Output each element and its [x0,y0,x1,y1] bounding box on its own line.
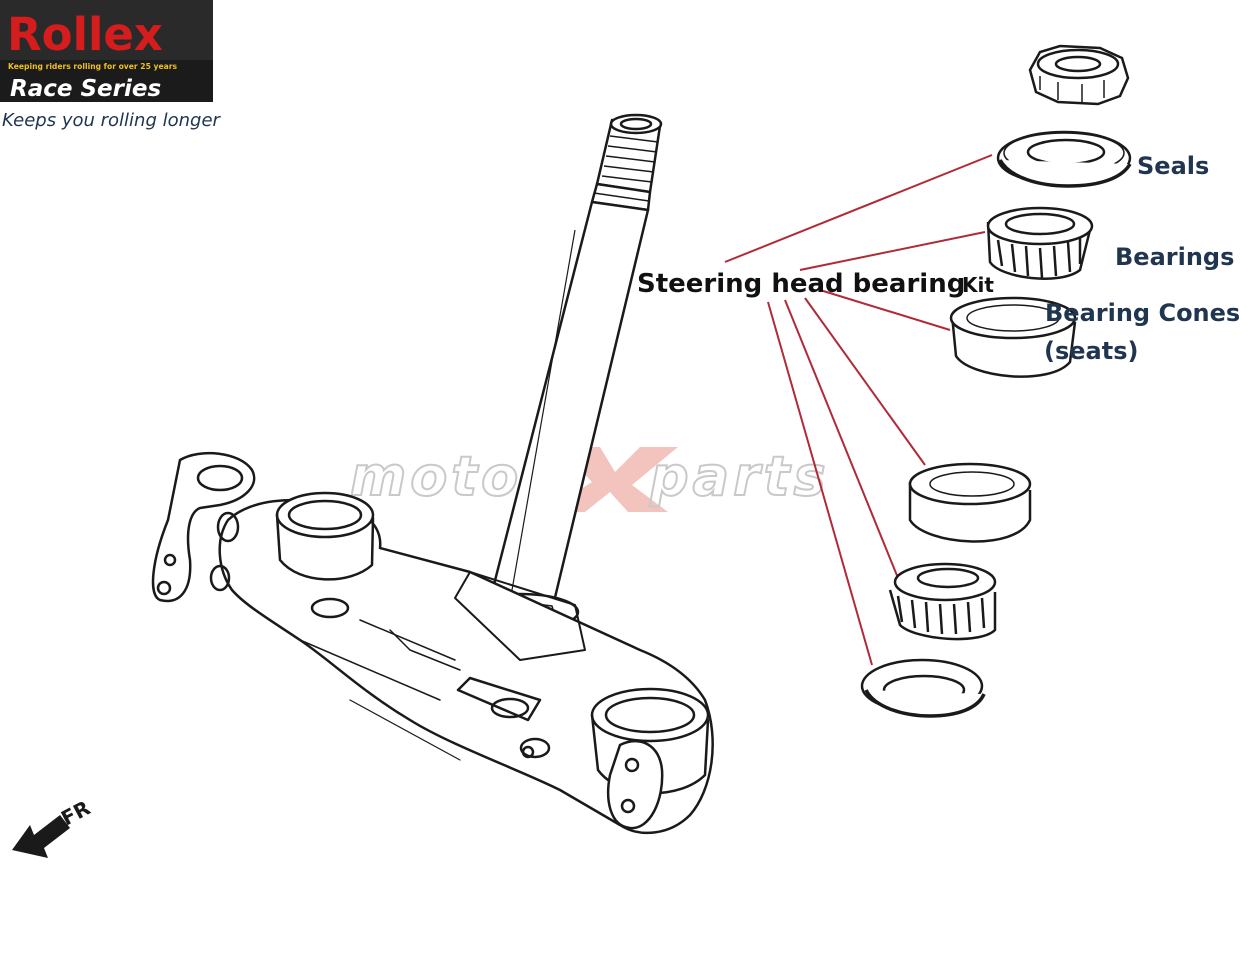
upper-seal [996,130,1132,188]
logo-top-panel [0,0,213,60]
bearing-cones-sublabel: (seats) [1044,337,1138,365]
leader-to-upper-cone [819,289,951,331]
leader-to-lower-bearing [784,299,899,579]
upper-bearing-cone [949,296,1077,378]
logo-tagline: Keeping riders rolling for over 25 years [8,62,177,71]
leader-to-lower-cone [804,297,926,466]
front-direction-arrow: FR [12,796,94,858]
seals-label: Seals [1137,152,1209,180]
upper-bearing [986,206,1094,280]
svg-text:moto: moto [350,445,522,508]
part-labels: Seals Bearings Bearing Cones (seats) [1044,152,1240,365]
logo-series: Race Series [10,76,161,102]
leader-to-upper-bearing [799,231,986,271]
logo-slogan: Keeps you rolling longer [2,110,222,131]
leader-to-upper-seal [724,154,993,263]
lower-bearing-cone [908,462,1032,543]
lower-triple-clamp [151,451,714,835]
bearing-cones-label: Bearing Cones [1045,299,1240,327]
lower-seal [860,658,986,718]
kit-label: Steering head bearing Kit [637,269,994,299]
kit-label-main: Steering head bearing [637,269,965,299]
steering-nut [1028,44,1130,106]
logo-brand: Rollex [7,8,163,61]
kit-label-suffix: Kit [962,273,994,297]
leader-lines [724,154,993,666]
bearings-label: Bearings [1115,243,1234,271]
leader-to-lower-seal [767,301,873,666]
lower-bearing [888,562,997,641]
svg-text:parts: parts [649,445,830,508]
rollex-logo: Rollex Keeping riders rolling for over 2… [0,0,222,131]
arrow-left-icon [12,815,70,858]
steering-stem [460,113,663,632]
